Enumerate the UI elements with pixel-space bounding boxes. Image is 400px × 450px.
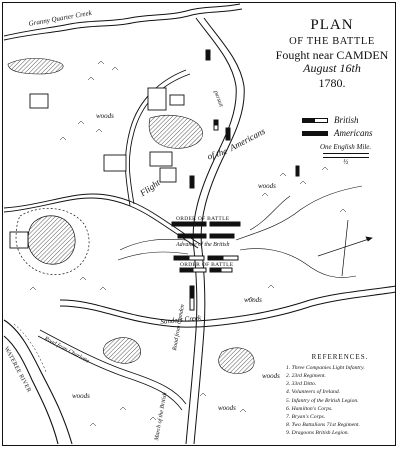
battle-lines (171, 49, 300, 311)
scale-label: One English Mile. (320, 143, 372, 151)
wateree-river (3, 319, 73, 445)
title-line-1: PLAN (310, 17, 354, 33)
hill-upper-left (7, 58, 64, 75)
american-symbol (302, 130, 328, 136)
buildings (9, 87, 185, 249)
label-woods-right: woods (258, 182, 276, 190)
title-line-5: 1780. (318, 75, 346, 90)
main-road (185, 17, 245, 445)
legend-british: British (302, 115, 359, 125)
label-order-battle-1: ORDER OF BATTLE (176, 216, 230, 222)
hill-center (148, 115, 203, 149)
label-order-battle-2: ORDER OF BATTLE (180, 262, 234, 268)
references: REFERENCES. 1. Three Companies Light Inf… (286, 352, 394, 437)
reference-item: 7. Bryan's Corps. (286, 413, 326, 420)
sanders-creek (59, 285, 397, 328)
british-line-7 (295, 165, 300, 177)
scale-half: ½ (342, 158, 349, 166)
compass (317, 219, 373, 277)
streams (117, 185, 363, 278)
title-line-2: OF THE BATTLE (289, 35, 375, 47)
reference-item: 1. Three Companies Light Infantry. (286, 365, 365, 372)
reference-item: 6. Hamilton's Corps. (286, 405, 333, 412)
reference-item: 4. Volunteers of Ireland. (286, 389, 341, 396)
label-woods-bottom-2: woods (218, 404, 236, 412)
legend-british-label: British (334, 115, 359, 125)
american-line-2 (209, 221, 241, 227)
american-line-4 (209, 233, 235, 239)
reference-item: 8. Two Battalions 71st Regiment. (286, 421, 360, 428)
label-woods-left: woods (96, 112, 114, 120)
american-line-5 (225, 127, 231, 141)
flight-road (3, 69, 201, 249)
label-woods-lower: woods (244, 296, 262, 304)
hill-left (15, 208, 90, 275)
label-woods-bottom-3: woods (262, 372, 280, 380)
label-woods-bottom-1: woods (72, 392, 90, 400)
american-line-7 (205, 49, 211, 61)
american-line-1 (171, 221, 207, 227)
hills-lower (103, 337, 255, 374)
scale-line (322, 153, 369, 158)
title-line-4: August 16th (303, 61, 361, 76)
british-symbol (302, 117, 328, 123)
reference-item: 3. 33rd Ditto. (286, 381, 317, 388)
label-advance: Advance of the British (176, 242, 230, 248)
american-line-6 (189, 175, 195, 189)
title-block: PLAN OF THE BATTLE Fought near CAMDEN Au… (262, 17, 400, 90)
reference-item: 9. Dragoons British Legion. (286, 430, 349, 437)
scale-bar: One English Mile. ½ (320, 143, 371, 166)
title-line-3: Fought near CAMDEN (275, 47, 389, 62)
tree-marks (29, 60, 347, 427)
road-charlotte (37, 329, 187, 411)
legend-americans-label: Americans (334, 128, 373, 138)
legend-americans: Americans (302, 128, 373, 138)
references-title: REFERENCES. (311, 353, 369, 361)
creek-top (3, 3, 243, 41)
reference-item: 2. 23rd Regiment. (286, 373, 326, 380)
american-line-3 (177, 233, 207, 239)
reference-item: 5. Infantry of the British Legion. (286, 397, 359, 404)
